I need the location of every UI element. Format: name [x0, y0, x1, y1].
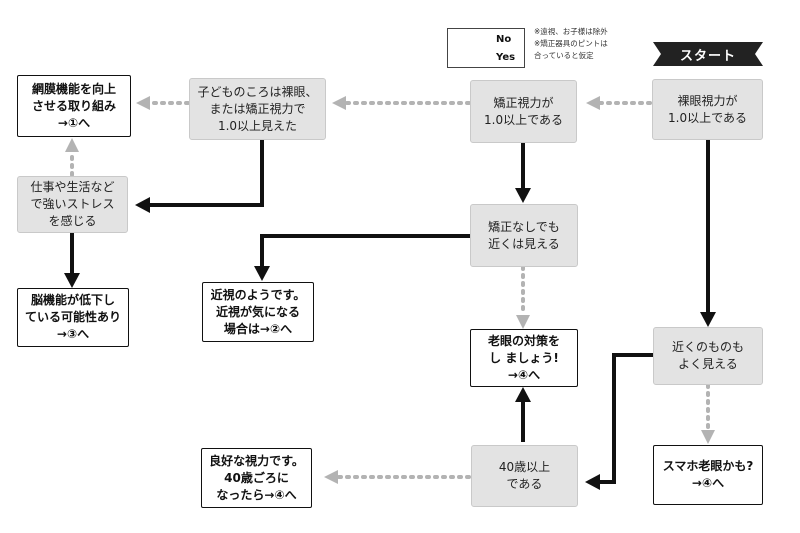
node-text: 網膜機能を向上 — [31, 81, 116, 96]
node-text: 良好な視力です。 — [209, 453, 304, 468]
node-text: 矯正なしでも — [488, 219, 560, 234]
result-presbyopia: 老眼の対策を し ましょう! →④へ — [470, 329, 578, 387]
node-corrected: 矯正視力が 1.0以上である — [470, 80, 577, 143]
legend: No Yes — [447, 28, 525, 68]
node-text: 場合は→②へ — [223, 321, 293, 336]
node-text: を感じる — [48, 214, 97, 228]
yes-arrowheads — [64, 188, 716, 490]
yes-arrows — [70, 140, 710, 484]
legend-note-line: 合っていると仮定 — [534, 51, 594, 60]
start-banner — [653, 42, 763, 66]
node-text: よく見える — [678, 357, 738, 371]
arrow-childhood-yes — [148, 140, 264, 207]
node-age40: 40歳以上 である — [471, 445, 578, 507]
node-text: 仕事や生活など — [30, 180, 115, 194]
node-near-objects: 近くのものも よく見える — [653, 327, 763, 385]
node-text: 子どものころは裸眼、 — [197, 84, 318, 99]
legend-note: ※遠視、お子様は除外 ※矯正器具のピントは 合っていると仮定 — [534, 26, 608, 62]
node-text: 脳機能が低下し — [30, 293, 115, 307]
node-near-without: 矯正なしでも 近くは見える — [470, 204, 578, 267]
node-text: し ましょう! — [489, 350, 559, 365]
node-childhood: 子どものころは裸眼、 または矯正視力で 1.0以上見えた — [189, 78, 326, 140]
result-smartphone: スマホ老眼かも? →④へ — [653, 445, 763, 505]
start-label: スタート — [679, 48, 736, 64]
node-text: または矯正視力で — [209, 101, 306, 116]
node-text: 近視のようです。 — [210, 287, 306, 302]
node-text: →①へ — [57, 115, 91, 130]
legend-no-label: No — [496, 34, 512, 45]
node-text: である — [506, 477, 543, 491]
node-text: →④へ — [507, 367, 541, 382]
node-stress: 仕事や生活など で強いストレス を感じる — [17, 176, 128, 233]
node-text: で強いストレス — [30, 197, 115, 211]
node-text: 裸眼視力が — [677, 93, 738, 108]
node-text: 1.0以上である — [484, 112, 563, 127]
result-retina: 網膜機能を向上 させる取り組み →①へ — [17, 75, 131, 137]
node-text: ている可能性あり — [24, 310, 121, 324]
node-text: 近くのものも — [671, 340, 744, 354]
node-text: 矯正視力が — [493, 95, 554, 110]
node-text: →④へ — [691, 476, 725, 490]
node-text: 老眼の対策を — [487, 333, 560, 348]
result-good-vision: 良好な視力です。 40歳ごろに なったら→④へ — [201, 448, 312, 508]
node-text: →③へ — [56, 327, 90, 341]
arrow-near-without-yes — [260, 234, 475, 268]
node-text: なったら→④へ — [216, 487, 297, 502]
legend-note-line: ※遠視、お子様は除外 — [534, 27, 608, 36]
node-text: させる取り組み — [31, 98, 116, 113]
node-text: 40歳以上 — [498, 460, 551, 474]
result-brain: 脳機能が低下し ている可能性あり →③へ — [17, 288, 129, 347]
node-text: 近視が気になる — [215, 304, 300, 319]
arrow-near-objects-yes — [598, 353, 653, 484]
legend-yes-label: Yes — [496, 52, 516, 63]
node-text: 近くは見える — [488, 236, 560, 251]
node-text: 40歳ごろに — [224, 470, 289, 485]
result-myopia: 近視のようです。 近視が気になる 場合は→②へ — [202, 282, 314, 342]
node-text: 1.0以上見えた — [217, 118, 298, 133]
legend-note-line: ※矯正器具のピントは — [534, 39, 608, 48]
node-text: 1.0以上である — [668, 110, 747, 125]
node-text: スマホ老眼かも? — [662, 459, 754, 473]
node-naked-eye: 裸眼視力が 1.0以上である — [652, 79, 763, 140]
